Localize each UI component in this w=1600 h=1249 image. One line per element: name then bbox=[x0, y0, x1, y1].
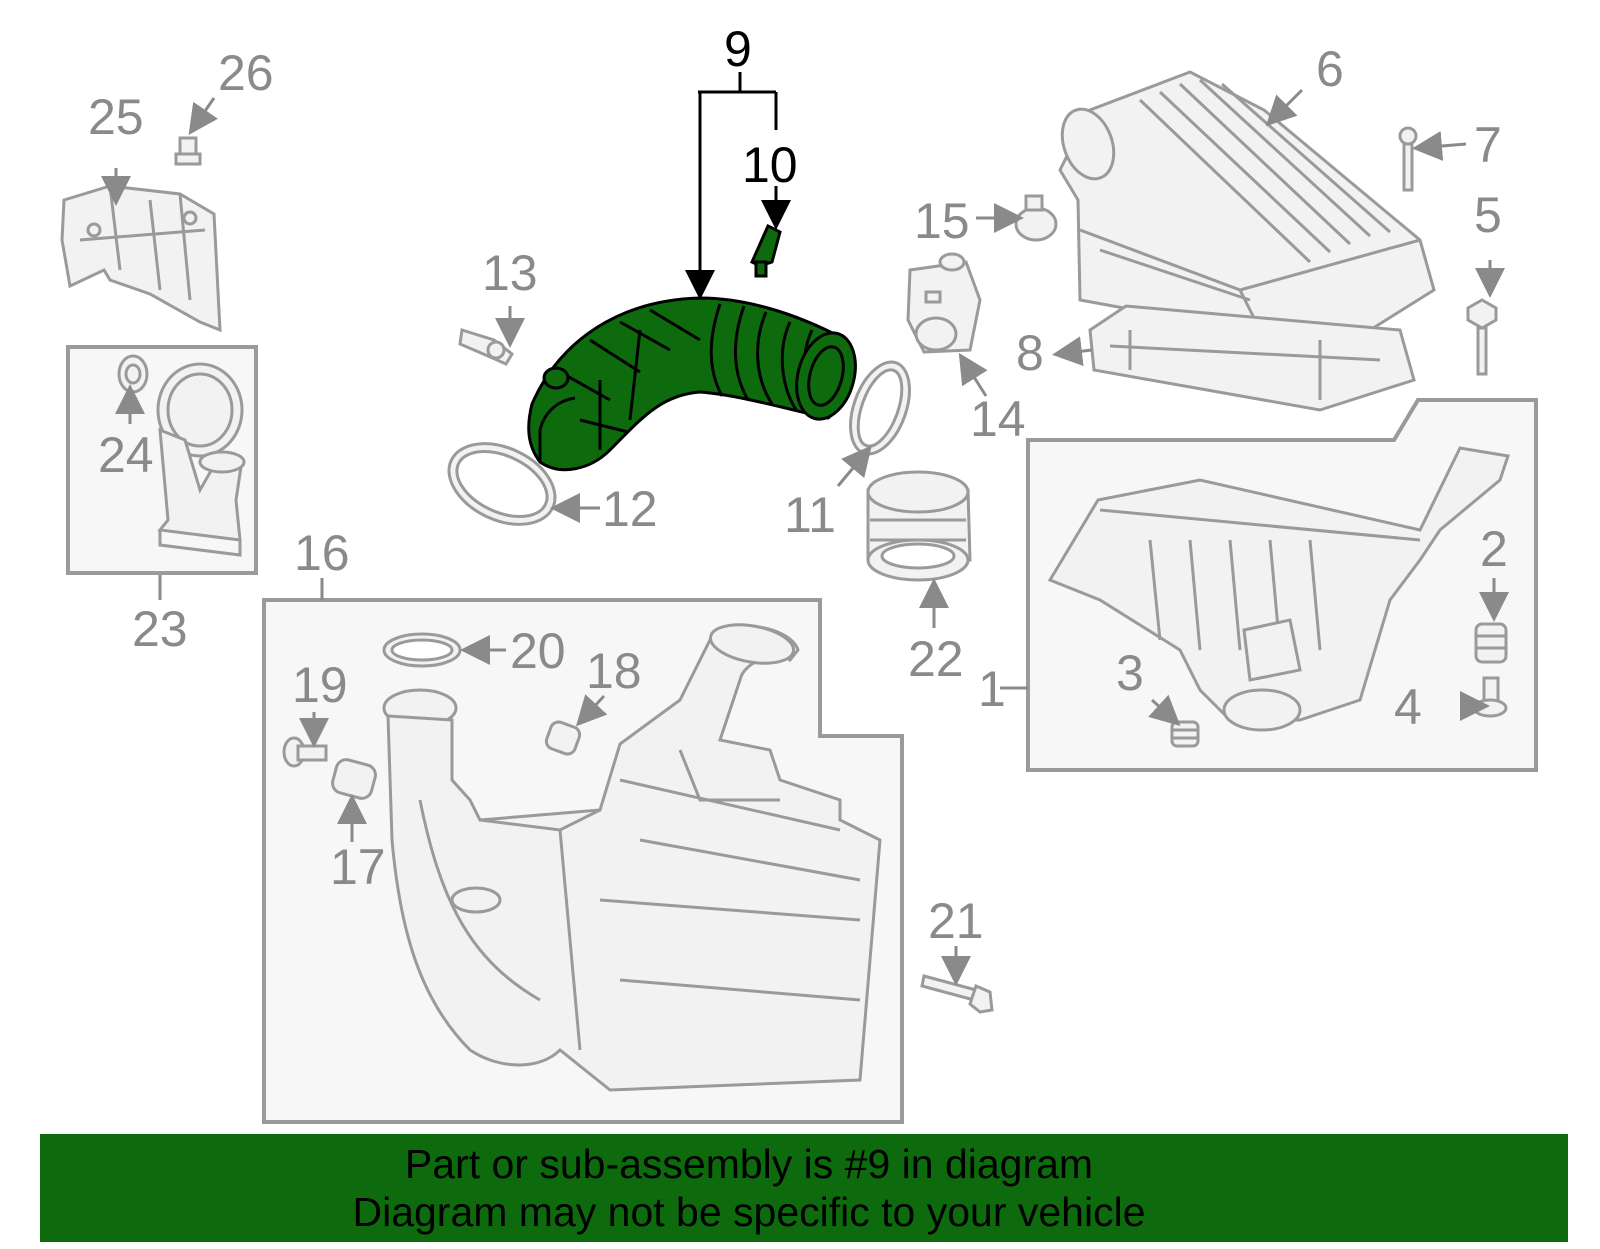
info-banner: Part or sub-assembly is #9 in diagram Di… bbox=[40, 1134, 1568, 1242]
bolt-part-21 bbox=[920, 974, 994, 1014]
callout-1: 1 bbox=[978, 661, 1006, 717]
callout-4: 4 bbox=[1394, 679, 1422, 735]
callout-3: 3 bbox=[1116, 645, 1144, 701]
upper-housing-part-6 bbox=[1058, 70, 1436, 332]
callout-24: 24 bbox=[98, 427, 154, 483]
screw-part-5 bbox=[1466, 298, 1498, 376]
resonator-part-16 bbox=[382, 623, 882, 1092]
gasket-part-20 bbox=[382, 632, 462, 668]
sensor-part-14 bbox=[906, 252, 982, 354]
callout-8: 8 bbox=[1016, 325, 1044, 381]
lower-housing-part-1 bbox=[1047, 446, 1510, 732]
duct-part-23 bbox=[156, 362, 246, 557]
sensor-part-13 bbox=[458, 328, 514, 366]
screw-part-7 bbox=[1398, 126, 1418, 192]
callout-5: 5 bbox=[1474, 187, 1502, 243]
callout-20: 20 bbox=[510, 623, 566, 679]
callout-19: 19 bbox=[292, 657, 348, 713]
callout-23: 23 bbox=[132, 601, 188, 657]
grommet-part-24 bbox=[117, 354, 149, 394]
gasket-part-11 bbox=[849, 360, 911, 456]
clamp-part-12 bbox=[447, 442, 557, 526]
callout-15: 15 bbox=[914, 193, 970, 249]
callout-7: 7 bbox=[1474, 117, 1502, 173]
grommet-part-2 bbox=[1474, 622, 1508, 664]
intake-tube-part-9 bbox=[527, 296, 857, 472]
callout-10: 10 bbox=[742, 137, 798, 193]
grommet-part-18 bbox=[544, 720, 582, 756]
grommet-part-3 bbox=[1170, 720, 1200, 748]
callout-9: 9 bbox=[724, 21, 752, 77]
banner-line-1: Part or sub-assembly is #9 in diagram bbox=[404, 1141, 1094, 1187]
callout-2: 2 bbox=[1480, 521, 1508, 577]
callout-16: 16 bbox=[294, 525, 350, 581]
fastener-part-10 bbox=[750, 223, 782, 278]
callout-25: 25 bbox=[88, 89, 144, 145]
leader-lines-9-10 bbox=[685, 72, 791, 300]
callout-6: 6 bbox=[1316, 41, 1344, 97]
callout-26: 26 bbox=[218, 45, 274, 101]
callout-11: 11 bbox=[784, 487, 836, 543]
grommet-part-15 bbox=[1014, 194, 1058, 242]
leader-lines bbox=[101, 88, 1509, 986]
boot-part-22 bbox=[866, 470, 972, 582]
banner-line-2: Diagram may not be specific to your vehi… bbox=[352, 1189, 1146, 1235]
callout-18: 18 bbox=[586, 643, 642, 699]
callout-17: 17 bbox=[330, 839, 386, 895]
callout-14: 14 bbox=[970, 391, 1026, 447]
callout-13: 13 bbox=[482, 245, 538, 301]
callout-21: 21 bbox=[928, 893, 984, 949]
callout-22: 22 bbox=[908, 631, 964, 687]
clip-part-26 bbox=[174, 136, 202, 166]
callout-12: 12 bbox=[602, 481, 658, 537]
filter-part-8 bbox=[1088, 304, 1416, 412]
bracket-part-25 bbox=[60, 184, 222, 333]
